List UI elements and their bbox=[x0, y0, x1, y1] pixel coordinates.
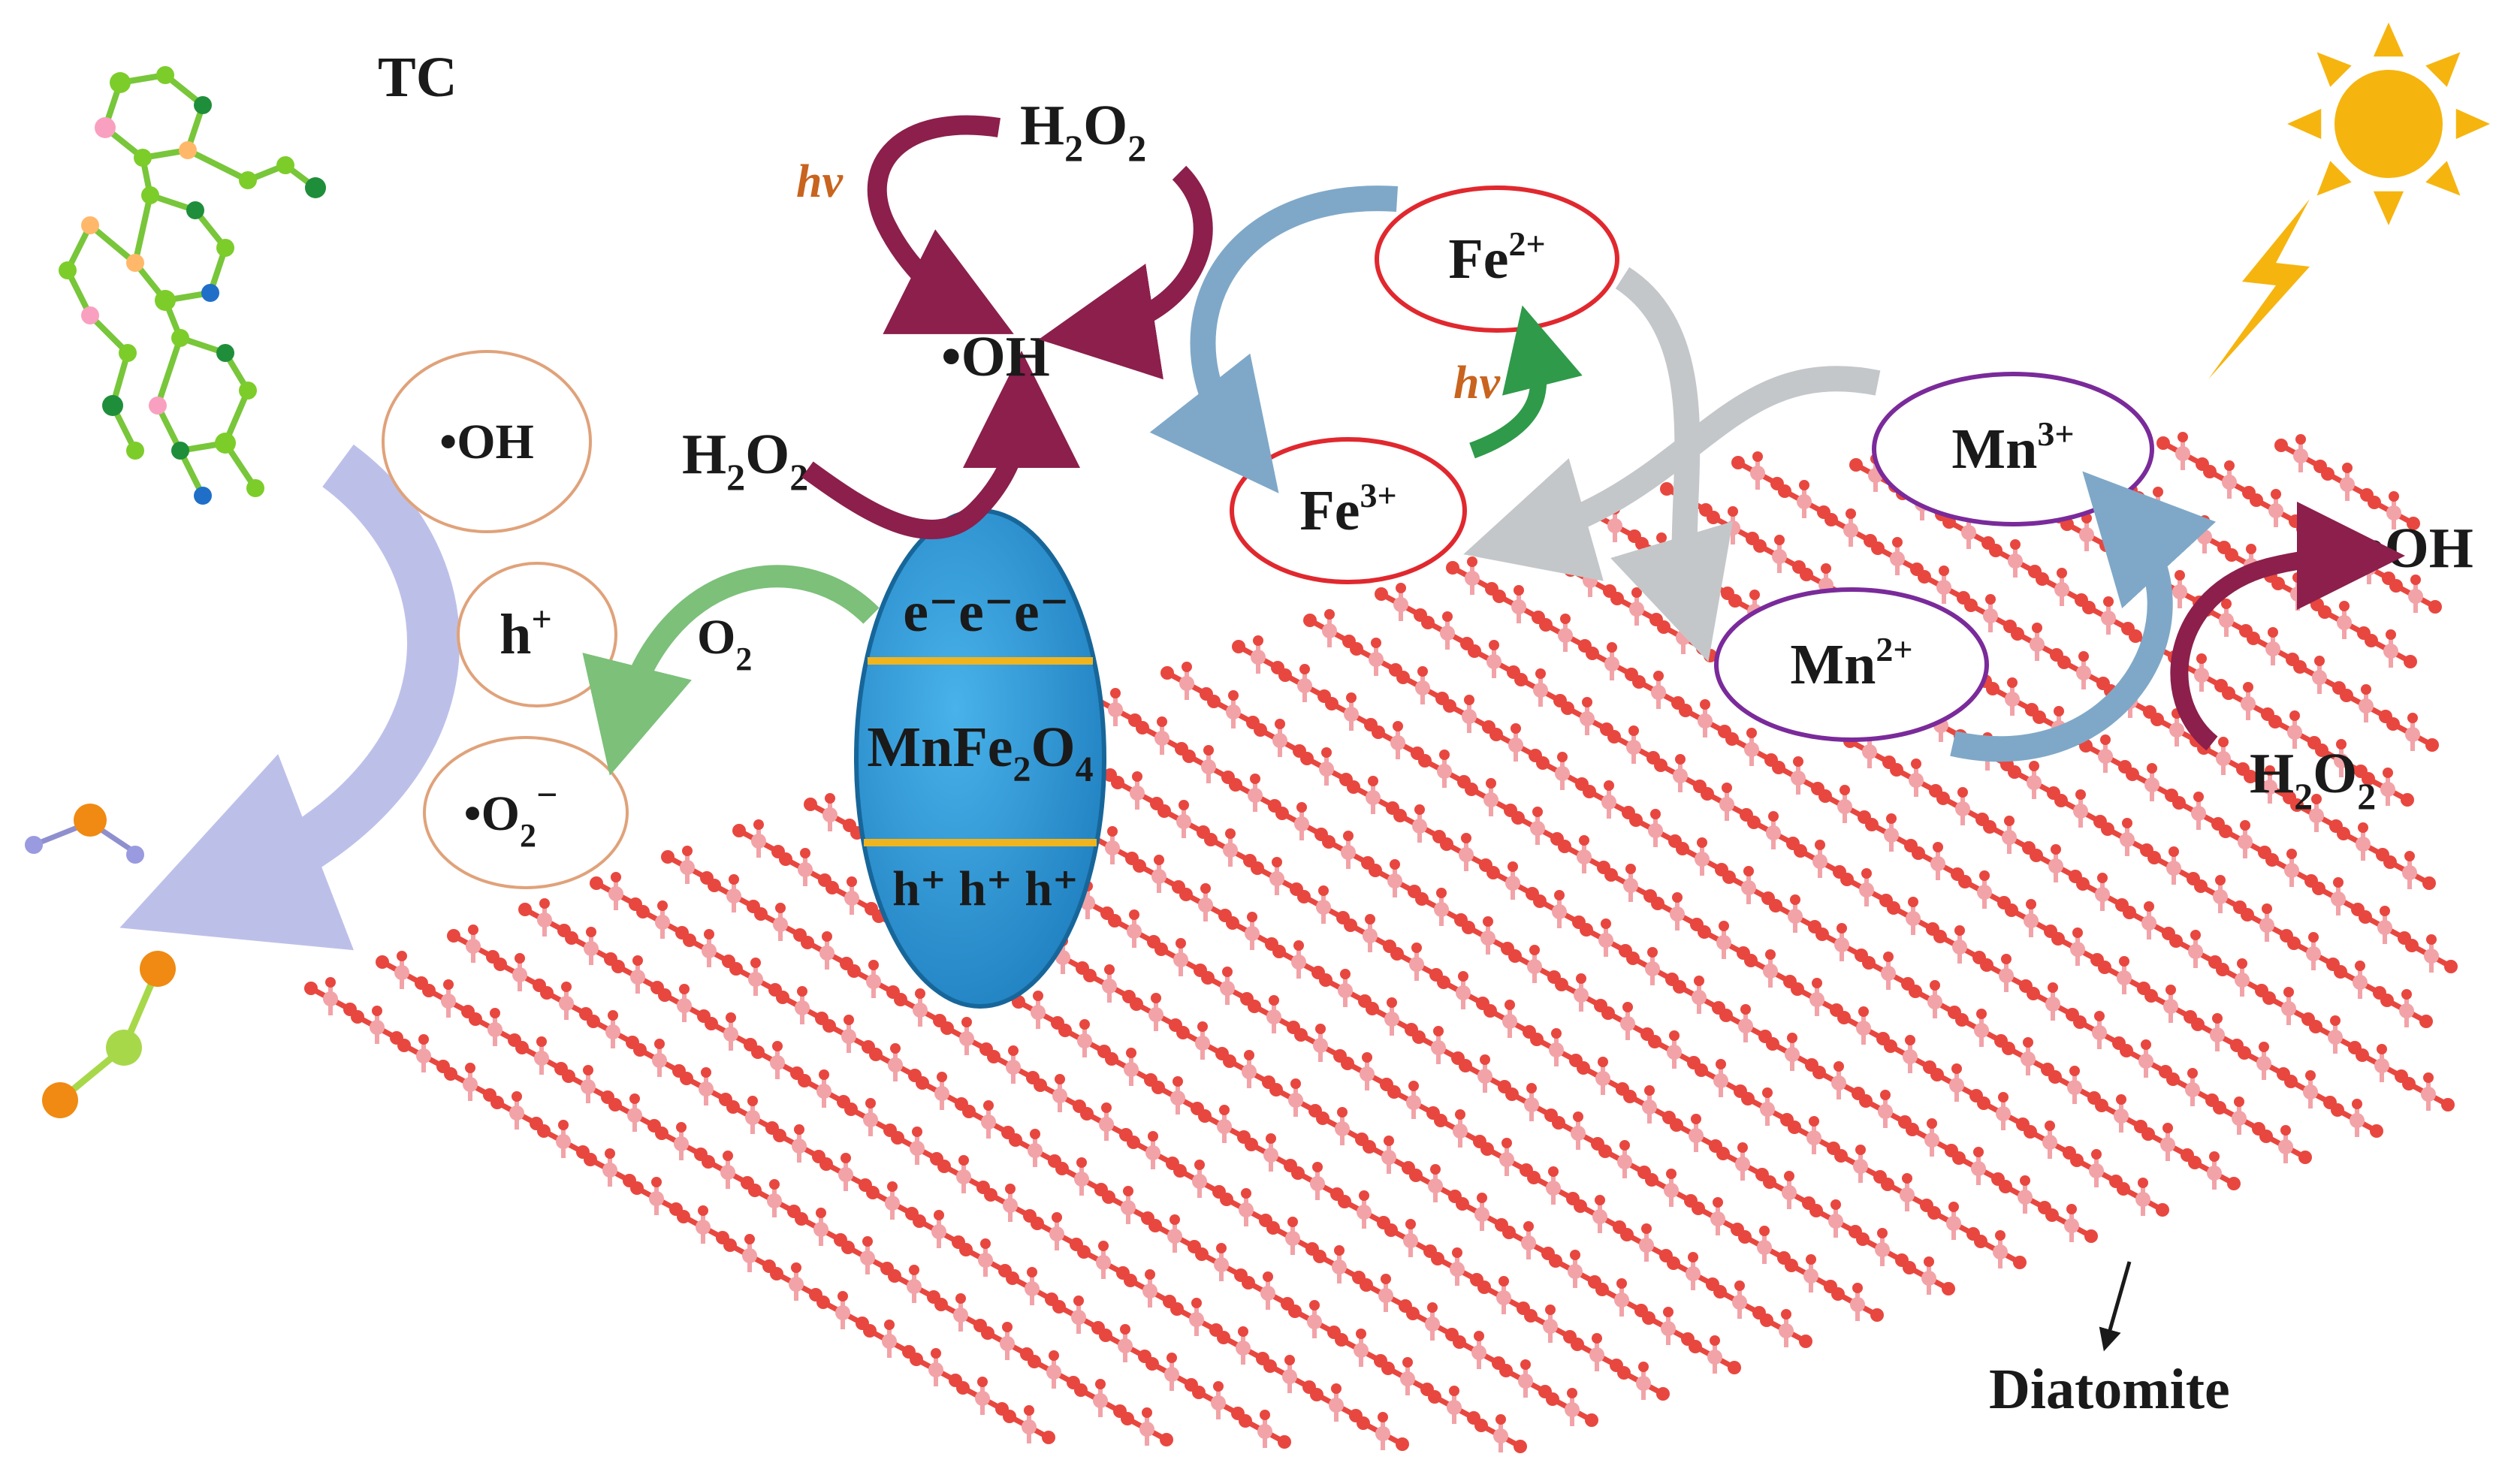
fe3-to-fe2-hv-arrow bbox=[1469, 305, 1583, 459]
catalyst-particle: e⁻e⁻e⁻ MnFe2O4 h⁺ h⁺ h⁺ bbox=[854, 508, 1106, 1009]
oh-radical-label: •OH bbox=[439, 415, 534, 469]
fe2-label: Fe bbox=[1448, 228, 1508, 291]
tc-molecule bbox=[59, 66, 326, 505]
lightning-icon bbox=[2208, 199, 2310, 379]
h-plus-node: h+ bbox=[457, 562, 617, 707]
fe2-node: Fe2+ bbox=[1375, 186, 1619, 333]
fe-h2o2-arrow bbox=[1038, 165, 1213, 380]
mn2-to-mn3-arrow bbox=[1950, 471, 2217, 762]
holes-label: h⁺ h⁺ h⁺ bbox=[892, 861, 1079, 916]
tc-label: TC bbox=[378, 46, 457, 109]
svg-text:Fe2+: Fe2+ bbox=[1448, 225, 1545, 291]
electrons-label: e⁻e⁻e⁻ bbox=[903, 581, 1070, 644]
degradation-arrow bbox=[119, 444, 460, 951]
svg-text:Fe3+: Fe3+ bbox=[1299, 476, 1396, 542]
o2-reduction-arrow bbox=[582, 565, 880, 776]
mn3-label: Mn bbox=[1951, 418, 2037, 481]
diatomite-pointer bbox=[2099, 1261, 2132, 1352]
oh-radical-node: •OH bbox=[382, 350, 592, 533]
h2o2-activation-arrow bbox=[801, 351, 1080, 539]
mn2-node: Mn2+ bbox=[1714, 587, 1989, 742]
h2o2-catalyst-label: H2O2 bbox=[682, 423, 808, 498]
mn3-to-fe3-arrow bbox=[1463, 366, 1881, 581]
h2o2-top-label: H2O2 bbox=[1020, 94, 1146, 169]
mn-h2o2-arrow bbox=[2170, 502, 2405, 751]
o2-label: O2 bbox=[697, 610, 752, 677]
oh-right-label: •OH bbox=[2365, 517, 2473, 580]
svg-text:Mn3+: Mn3+ bbox=[1951, 415, 2074, 481]
fe2-to-fe3-arrow bbox=[1149, 186, 1399, 493]
svg-text:Mn2+: Mn2+ bbox=[1790, 630, 1912, 696]
diatomite-lattice bbox=[304, 430, 2458, 1453]
h2o2-right-label: H2O2 bbox=[2250, 742, 2376, 817]
hv-label-top: hv bbox=[796, 156, 844, 207]
hv-photolysis-arrow bbox=[867, 115, 1014, 334]
fe3-node: Fe3+ bbox=[1230, 437, 1467, 584]
o2-radical-node: •O2− bbox=[423, 736, 629, 889]
sun-icon bbox=[2287, 23, 2490, 225]
oh-top-label: •OH bbox=[941, 325, 1050, 388]
catalyst-label: MnFe2O4 bbox=[867, 716, 1093, 789]
mn3-node: Mn3+ bbox=[1872, 372, 2154, 526]
svg-text:h+: h+ bbox=[499, 599, 552, 666]
product-molecule bbox=[25, 804, 176, 1118]
svg-text:•O2−: •O2− bbox=[464, 774, 558, 854]
mn2-label: Mn bbox=[1790, 633, 1876, 696]
hv-label-fe: hv bbox=[1453, 357, 1501, 409]
h-plus-sup: + bbox=[531, 599, 551, 639]
fe3-label: Fe bbox=[1299, 479, 1360, 542]
diatomite-label: Diatomite bbox=[1989, 1358, 2230, 1421]
o2-radical-label: •O bbox=[464, 786, 520, 841]
h-plus-label: h bbox=[499, 603, 531, 666]
